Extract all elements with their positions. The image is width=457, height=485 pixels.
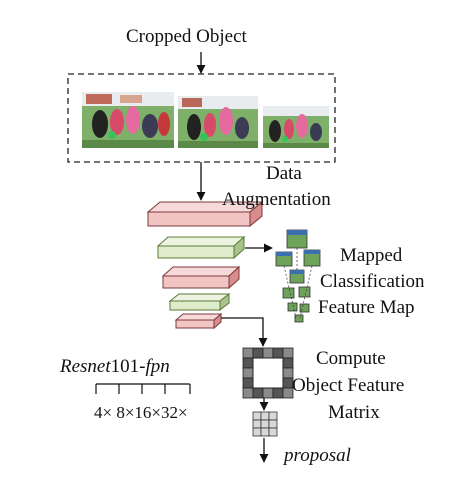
matrix-cell (282, 387, 294, 399)
matrix-cell (242, 357, 254, 369)
pyramid-layer-2 (156, 235, 246, 260)
data-augmentation-label-line1: Data (266, 163, 302, 184)
mapped-label-line1: Mapped (340, 245, 403, 266)
pyramid-layer-4 (168, 292, 231, 312)
backbone-label-resnet: Resnet (60, 356, 111, 377)
matrix-cell (252, 387, 264, 399)
cropped-photo-2 (178, 96, 258, 148)
classification-feature-map (275, 229, 321, 323)
mapped-label-line2: Classification (320, 271, 425, 292)
pyramid-layer-3 (161, 265, 241, 290)
matrix-cell (272, 347, 284, 359)
pooled-cell (260, 419, 270, 429)
pooled-cell (252, 419, 262, 429)
pooled-cell (252, 411, 262, 421)
matrix-cell (282, 357, 294, 369)
scale-bracket (95, 383, 191, 394)
matrix-cell (262, 387, 274, 399)
data-augmentation-label-line2: Augmentation (222, 189, 331, 210)
pooled-cell (260, 427, 270, 437)
pooled-feature-grid (252, 411, 278, 437)
matrix-cell (242, 367, 254, 379)
cropped-object-label: Cropped Object (126, 26, 247, 47)
pooled-cell (268, 419, 278, 429)
matrix-cell (242, 377, 254, 389)
pooled-cell (260, 411, 270, 421)
matrix-cell (272, 387, 284, 399)
scales-label: 4× 8×16×32× (94, 403, 188, 422)
proposal-label: proposal (284, 445, 351, 466)
compute-label-line1: Compute (316, 348, 386, 369)
pooled-cell (268, 427, 278, 437)
backbone-label-number: 101- (110, 356, 146, 377)
mapped-label-line3: Feature Map (318, 297, 415, 318)
matrix-cell (242, 387, 254, 399)
pyramid-layer-1 (146, 200, 264, 228)
matrix-cell (282, 347, 294, 359)
cropped-photo-1 (82, 92, 174, 148)
cropped-objects-dashed-box (67, 73, 336, 163)
matrix-cell (252, 347, 264, 359)
matrix-center-region (252, 357, 284, 389)
matrix-cell (262, 347, 274, 359)
compute-label-line3: Matrix (328, 402, 380, 423)
arrow-to-compute-grid (221, 317, 268, 347)
object-feature-matrix-grid (242, 347, 294, 399)
pyramid-layer-5 (174, 312, 223, 330)
pooled-cell (252, 427, 262, 437)
backbone-label: Resnet101-fpn (60, 356, 170, 378)
backbone-label-fpn: fpn (145, 356, 170, 377)
pooled-cell (268, 411, 278, 421)
compute-label-line2: Object Feature (292, 375, 405, 396)
matrix-cell (242, 347, 254, 359)
cropped-photo-3 (263, 106, 329, 148)
